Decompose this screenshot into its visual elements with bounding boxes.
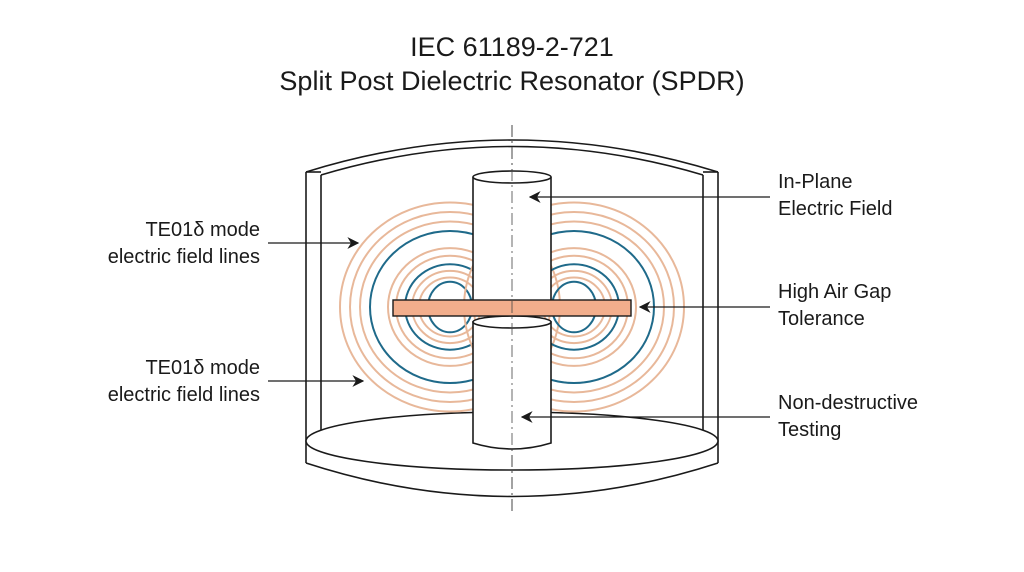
label-text: electric field lines: [107, 384, 260, 406]
label-left-top: TE01δ mode electric field lines: [10, 217, 260, 271]
label-right-top: In-Plane Electric Field: [778, 169, 892, 223]
label-text: TE01δ mode: [145, 219, 260, 241]
label-right-middle: High Air Gap Tolerance: [778, 279, 891, 333]
label-text: High Air Gap: [778, 281, 892, 303]
label-text: In-Plane: [778, 171, 853, 193]
label-text: Non-destructive: [778, 392, 919, 414]
label-text: Testing: [778, 419, 842, 441]
label-left-bottom: TE01δ mode electric field lines: [10, 355, 260, 409]
label-text: TE01δ mode: [145, 357, 260, 379]
label-text: Electric Field: [778, 198, 893, 220]
cavity-housing: [305, 139, 719, 498]
title-line-2: Split Post Dielectric Resonator (SPDR): [279, 66, 745, 96]
label-right-bottom: Non-destructive Testing: [778, 390, 918, 444]
label-text: Tolerance: [778, 308, 865, 330]
title-line-1: IEC 61189-2-721: [410, 32, 614, 62]
lower-dielectric-post: [472, 315, 552, 450]
label-text: electric field lines: [107, 246, 260, 268]
